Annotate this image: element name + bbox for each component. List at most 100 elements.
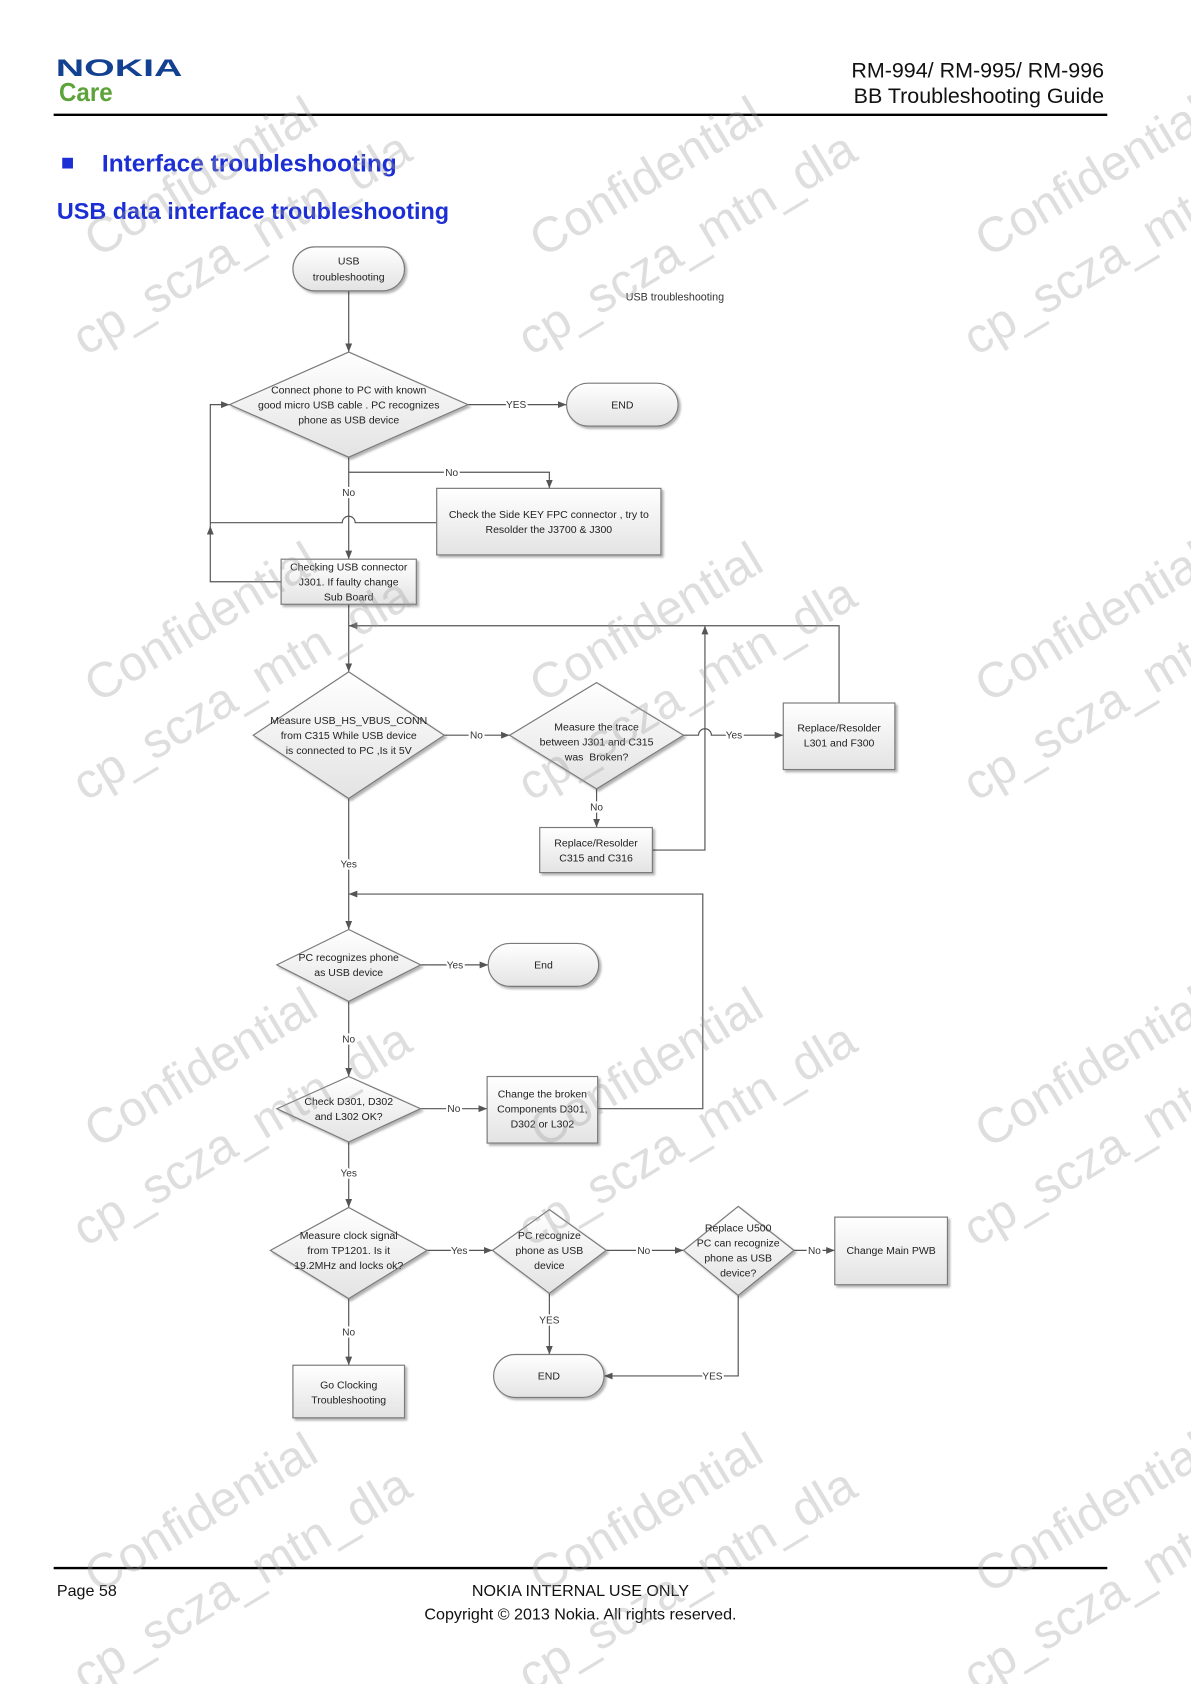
node-label-line: and L302 OK? xyxy=(315,1111,383,1123)
flow-edge xyxy=(348,471,553,489)
flow-node-end: END xyxy=(565,382,679,427)
node-label-line: D302 or L302 xyxy=(511,1118,575,1130)
node-label-line: PC recognize xyxy=(518,1230,581,1242)
edge-label: No xyxy=(637,1246,650,1257)
process-shape xyxy=(486,1075,599,1144)
node-label-line: Replace/Resolder xyxy=(554,837,638,849)
node-label-line: End xyxy=(534,960,553,972)
flow-node-process: Replace/Resolder L301 and F300 xyxy=(782,702,896,771)
nokia-logo: NOKIA xyxy=(56,56,183,82)
watermark-confidential: Confidential xyxy=(965,532,1191,713)
node-label-line: Connect phone to PC with known xyxy=(271,384,426,396)
edge-label: No xyxy=(470,731,483,742)
edge-label: No xyxy=(445,468,458,479)
edge-label: No xyxy=(342,1034,355,1045)
process-shape xyxy=(834,1216,949,1286)
watermark-confidential: Confidential xyxy=(75,1422,327,1603)
node-label-line: Replace U500 xyxy=(705,1223,772,1235)
node-label-line: as USB device xyxy=(314,967,383,979)
flow-edge xyxy=(348,890,704,1110)
flow-node-start: USB troubleshooting xyxy=(292,246,406,292)
decision-shape xyxy=(228,351,470,458)
flow-node-decision: Measure USB_HS_VBUS_CONN from C315 While… xyxy=(252,671,446,800)
edge-label: YES xyxy=(506,400,526,411)
node-label-line: USB xyxy=(338,256,360,268)
watermark-confidential: Confidential xyxy=(965,86,1191,267)
edge-label: No xyxy=(447,1104,460,1115)
edge-label: No xyxy=(342,488,355,499)
process-shape xyxy=(436,487,662,556)
watermark-confidential: Confidential xyxy=(520,532,772,713)
flow-node-process: Checking USB connector J301. If faulty c… xyxy=(280,558,417,605)
node-label-line: Go Clocking xyxy=(320,1379,377,1391)
flow-edge xyxy=(604,1295,739,1380)
node-label-line: between J301 and C315 xyxy=(540,736,654,748)
watermark-user-tag: cp_scza_mtn_dla xyxy=(953,121,1191,366)
flow-node-process: Replace/Resolder C315 and C316 xyxy=(539,826,653,874)
document-title: BB Troubleshooting Guide xyxy=(854,84,1104,108)
decision-shape xyxy=(682,1205,795,1297)
page-header: NOKIA Care RM-994/ RM-995/ RM-996 BB Tro… xyxy=(53,56,1108,117)
decision-shape xyxy=(275,1075,423,1143)
watermark-user-tag: cp_scza_mtn_dla xyxy=(953,1457,1191,1684)
node-label-line: is connected to PC ,Is it 5V xyxy=(286,745,412,757)
node-label-line: good micro USB cable . PC recognizes xyxy=(258,399,439,411)
node-label-line: troubleshooting xyxy=(313,272,385,284)
watermark-user-tag: cp_scza_mtn_dla xyxy=(508,566,866,811)
node-label-line: 19.2MHz and locks ok? xyxy=(294,1260,403,1272)
node-label-line: phone as USB device xyxy=(298,414,399,426)
flow-edge xyxy=(652,625,709,851)
section-subheading: USB data interface troubleshooting xyxy=(57,198,449,224)
node-label-line: Sub Board xyxy=(324,592,374,604)
node-label-line: from TP1201. Is it xyxy=(307,1245,390,1257)
copyright-notice: Copyright © 2013 Nokia. All rights reser… xyxy=(424,1606,736,1624)
node-label-line: L301 and F300 xyxy=(804,737,875,749)
decision-shape xyxy=(269,1206,429,1300)
watermark-user-tag: cp_scza_mtn_dla xyxy=(953,1011,1191,1256)
flow-node-process: Change Main PWB xyxy=(834,1216,949,1286)
edge-label: Yes xyxy=(726,731,742,742)
node-label-line: END xyxy=(538,1371,561,1383)
terminator-shape xyxy=(492,1353,605,1399)
node-label-line: device? xyxy=(720,1268,756,1280)
edge-label: Yes xyxy=(340,860,356,871)
watermark-confidential: Confidential xyxy=(520,1422,772,1603)
edge-label: Yes xyxy=(447,960,463,971)
process-shape xyxy=(539,826,653,874)
edge-label: YES xyxy=(539,1316,559,1327)
decision-shape xyxy=(508,681,685,790)
node-label-line: Check D301, D302 xyxy=(304,1096,393,1108)
classification-notice: NOKIA INTERNAL USE ONLY xyxy=(472,1582,689,1600)
flow-node-end: End xyxy=(487,942,600,987)
flowchart-caption: USB troubleshooting xyxy=(626,292,724,304)
node-label-line: phone as USB xyxy=(516,1245,584,1257)
edge-label: Yes xyxy=(451,1246,467,1257)
node-label-line: phone as USB xyxy=(704,1253,772,1265)
flow-edge xyxy=(348,622,840,704)
node-label-line: device xyxy=(534,1260,565,1272)
node-label-line: Troubleshooting xyxy=(311,1394,386,1406)
flow-node-decision: Replace U500 PC can recognize phone as U… xyxy=(682,1205,795,1297)
flow-node-process: Check the Side KEY FPC connector , try t… xyxy=(436,487,662,556)
flow-node-decision: Measure clock signal from TP1201. Is it … xyxy=(269,1206,429,1300)
watermark-confidential: Confidential xyxy=(965,1422,1191,1603)
node-label-line: Checking USB connector xyxy=(290,561,408,573)
node-label-line: Check the Side KEY FPC connector , try t… xyxy=(449,509,649,521)
decision-shape xyxy=(252,671,446,800)
flow-node-decision: Connect phone to PC with known good micr… xyxy=(228,351,470,458)
edge-label: No xyxy=(342,1327,355,1338)
watermark-user-tag: cp_scza_mtn_dla xyxy=(508,1457,866,1684)
watermark-user-tag: cp_scza_mtn_dla xyxy=(953,566,1191,811)
watermark-confidential: Confidential xyxy=(965,977,1191,1158)
process-shape xyxy=(280,558,417,605)
watermark-user-tag: cp_scza_mtn_dla xyxy=(63,1457,421,1684)
edge-label: Yes xyxy=(340,1169,356,1180)
section-heading: Interface troubleshooting xyxy=(102,151,397,178)
flow-edge xyxy=(209,401,230,526)
decision-shape xyxy=(275,928,422,1003)
node-label-line: Components D301, xyxy=(497,1103,587,1115)
watermark-confidential: Confidential xyxy=(75,977,327,1158)
document-models: RM-994/ RM-995/ RM-996 xyxy=(851,58,1104,82)
